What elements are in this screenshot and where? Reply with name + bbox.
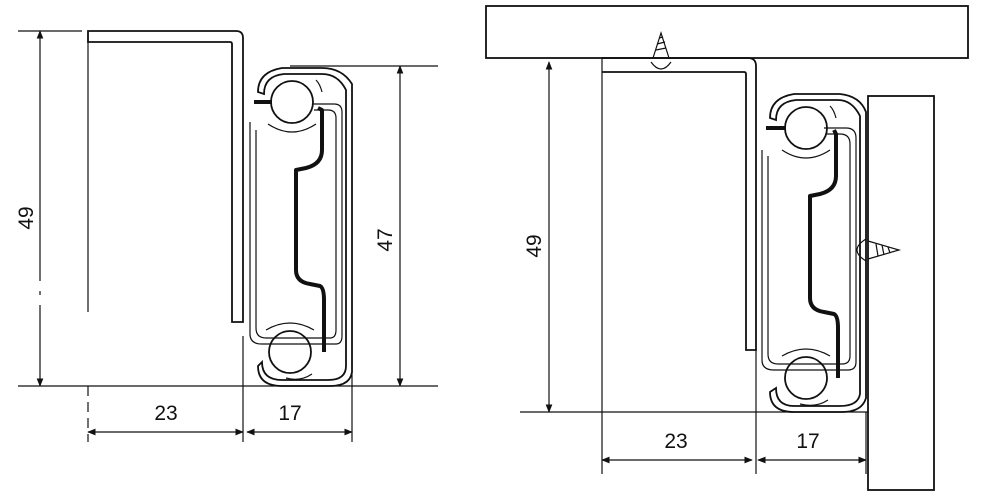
left-outer-rail: [257, 67, 353, 387]
left-bottom-ball-bearing: [268, 330, 312, 374]
right-width-right-label: 17: [796, 430, 819, 453]
right-side-screw-icon: [856, 238, 902, 262]
right-inner-rail: [761, 127, 857, 371]
left-width-left-label: 23: [154, 402, 177, 425]
left-middle-member: [294, 106, 326, 352]
right-top-bearing-cage: [781, 105, 837, 159]
right-view: 49 23 17: [485, 5, 969, 491]
left-inner-rail: [249, 103, 343, 345]
right-height-label: 49: [523, 234, 546, 257]
left-rail-height-label: 47: [374, 228, 397, 251]
left-bottom-bearing-cage: [265, 322, 315, 380]
right-top-screw-icon: [650, 31, 672, 70]
right-top-ball-bearing: [784, 106, 828, 150]
right-outer-rail: [769, 93, 867, 413]
left-drawer-bracket: [87, 30, 244, 323]
right-width-left-label: 23: [664, 430, 687, 453]
right-top-board: [485, 5, 969, 59]
left-width-right-label: 17: [278, 402, 301, 425]
left-top-ball-bearing: [270, 80, 314, 124]
right-side-board: [867, 95, 935, 491]
left-height-label: 49: [15, 206, 38, 229]
left-view: 49 47 23 17: [15, 30, 438, 442]
left-top-bearing-cage: [267, 79, 323, 133]
right-bottom-ball-bearing: [784, 356, 828, 400]
right-middle-member: [808, 129, 840, 378]
right-drawer-bracket: [602, 57, 757, 351]
right-bottom-bearing-cage: [781, 348, 831, 406]
